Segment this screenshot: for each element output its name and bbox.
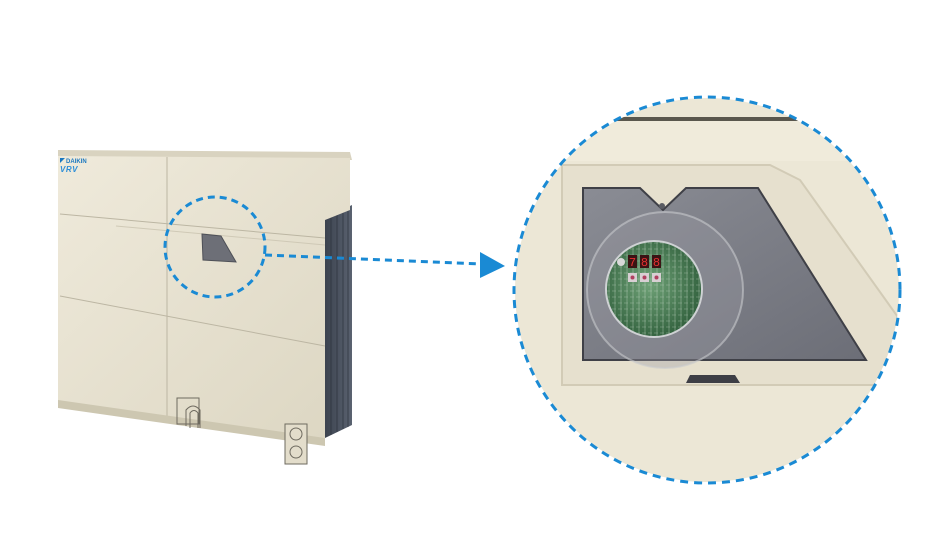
display-digit-2: 8 — [641, 256, 648, 270]
outdoor-unit — [58, 150, 352, 465]
service-window-small — [201, 233, 237, 263]
callout-arrow-head-icon — [480, 252, 505, 278]
model-label: VRV — [60, 165, 78, 174]
display-digit-1: 7 — [629, 256, 636, 270]
bottom-access-panel — [176, 397, 201, 428]
magnified-view-circle — [512, 95, 902, 485]
brand-label: DAIKIN — [66, 159, 87, 165]
pcb-led — [617, 258, 625, 266]
unit-side-coil — [325, 205, 352, 438]
callout-connector — [163, 195, 483, 299]
callout-arrow-line — [264, 253, 483, 266]
pcb-buttons — [628, 273, 661, 282]
window-latch-slot — [686, 375, 740, 383]
unit-brand-logo: DAIKIN VRV — [60, 158, 87, 175]
source-highlight-circle — [163, 195, 267, 299]
display-digit-3: 8 — [653, 256, 660, 270]
magnified-view: 7 8 8 — [515, 98, 899, 482]
unit-base-rail — [58, 400, 325, 446]
seven-segment-display: 7 8 8 — [628, 255, 661, 270]
unit-front-panel — [58, 156, 350, 442]
daikin-logo-icon — [60, 158, 65, 163]
refrigerant-ports — [284, 423, 308, 465]
